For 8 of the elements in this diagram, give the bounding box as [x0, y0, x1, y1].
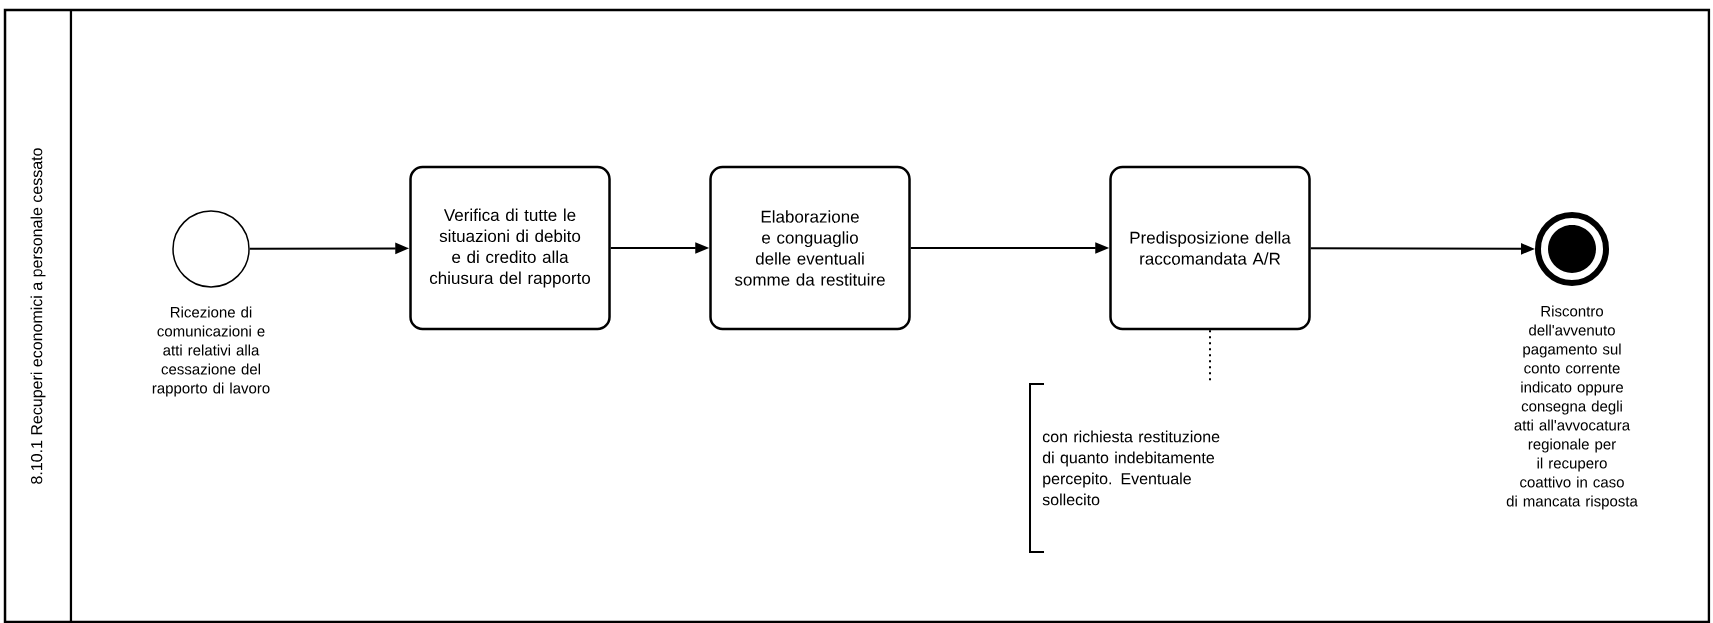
task-box: Predisposizione della raccomandata A/R [1109, 165, 1311, 331]
event-label: Ricezione di comunicazioni e atti relativi alla cessazione del rapporto di lavoro [152, 306, 270, 397]
start-event-circle [172, 210, 250, 288]
text-annotation: con richiesta restituzione di quanto indebitamente percepito. Eventuale sollecito [1029, 383, 1220, 553]
task-box: Verifica di tutte le situazioni di debito e di credito alla chiusura del rapporto [409, 165, 611, 331]
task-box: Elaborazione e conguaglio delle eventuali somme da restituire [709, 165, 911, 331]
end-event-circle [1535, 212, 1609, 286]
event-label: Riscontro dell'avvenuto pagamento sul conto corrente indicato oppure consegna degli atti all'avvocatura regionale per il recupero coattivo in caso di mancata risposta [1506, 305, 1638, 510]
